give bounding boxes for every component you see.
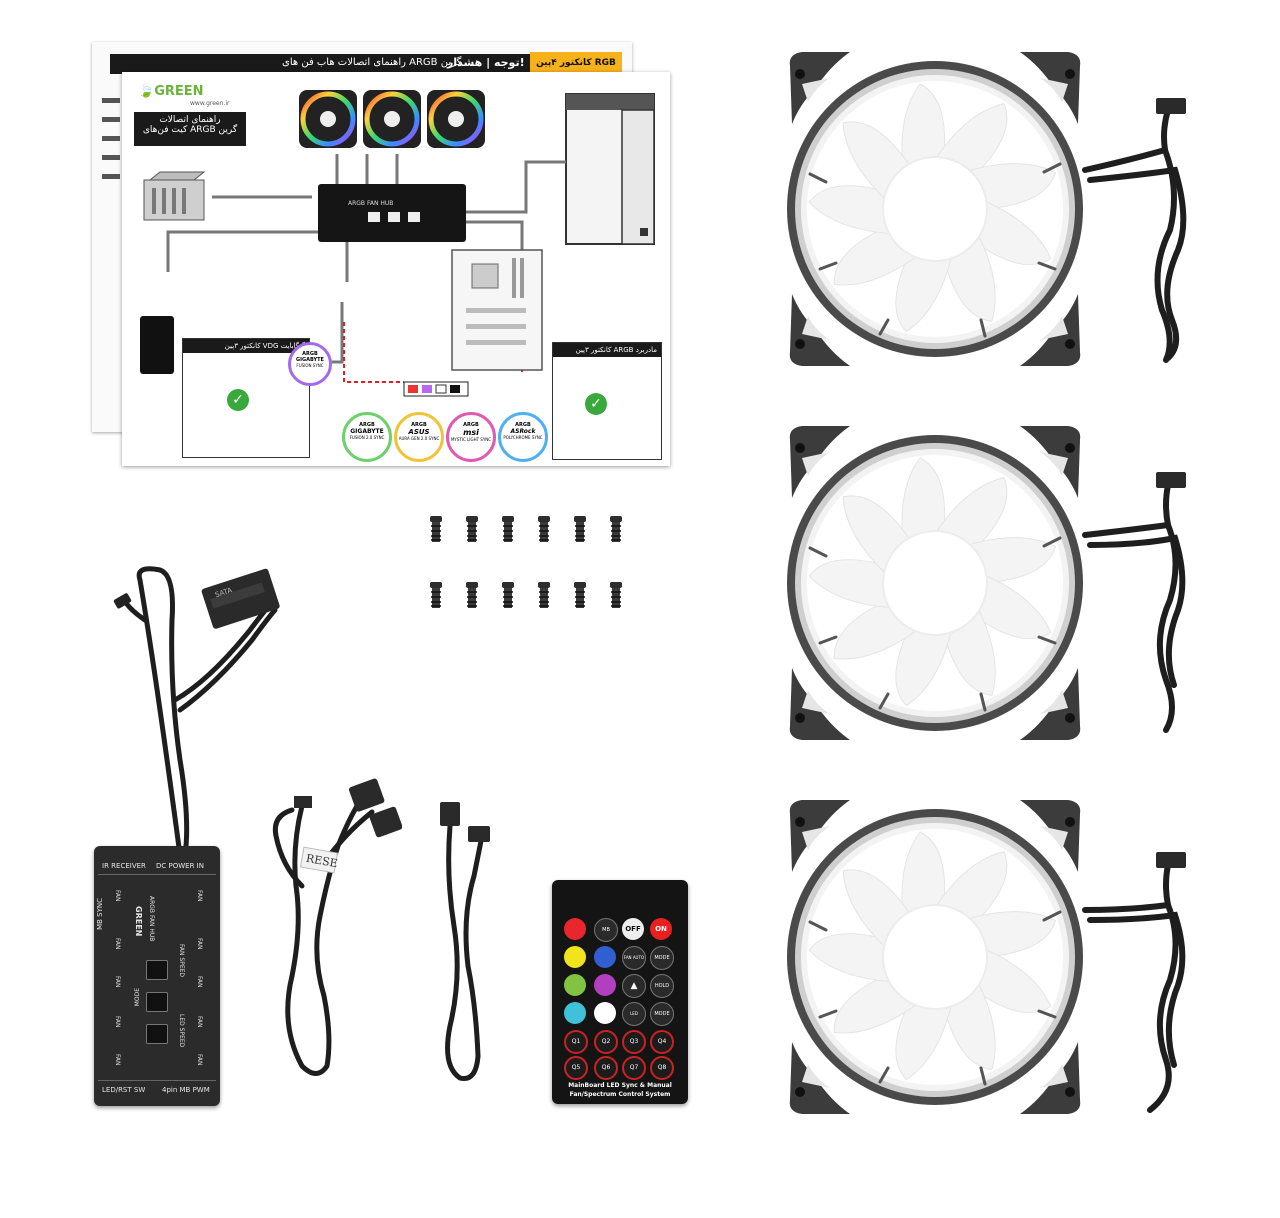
hub-fan-speed-button[interactable] (146, 960, 168, 980)
remote-mb-sync-button[interactable]: MB SYNC (594, 918, 618, 955)
screw-row-2 (429, 581, 623, 609)
hub-led-speed-label: LED SPEED (178, 1014, 185, 1048)
remote-on-button[interactable]: ON (650, 918, 672, 940)
brand-logo: 🍃GREEN (138, 84, 204, 99)
argb-fan-3 (770, 792, 1100, 1122)
remote-q2-button[interactable]: Q2 (594, 1030, 618, 1054)
remote-q6-button[interactable]: Q6 (594, 1056, 618, 1080)
fan-cables (1082, 98, 1187, 1113)
hub-ir-label: IR RECEIVER (102, 862, 146, 870)
hub-led-rst-label: LED/RST SW (102, 1086, 146, 1094)
color-button-blue[interactable] (594, 946, 616, 968)
remote-caption-2: Fan/Spectrum Control System (569, 1091, 671, 1098)
rgb-fans-illustration (299, 90, 485, 148)
leaf-icon: 🍃 (138, 84, 155, 99)
rgb-fan-icon-3 (427, 90, 485, 148)
hub-cables: SATA (113, 566, 280, 858)
hub-dc-label: DC POWER IN (156, 862, 204, 870)
rf-remote-control: MB SYNC OFF ON FAN AUTO MODE ▲ HOLD LED … (552, 880, 688, 1104)
check-icon: ✓ (227, 389, 249, 411)
sync-logo-asus: ARGB ASUS AURA GEN 2.0 SYNC (394, 412, 444, 462)
remote-hold-button[interactable]: HOLD (650, 974, 674, 998)
header-plug (294, 796, 312, 808)
sync-logo-msi: ARGB msi MYSTIC LIGHT SYNC (446, 412, 496, 462)
extension-plug-top (440, 802, 460, 826)
argb-fan-1 (770, 44, 1100, 374)
hub-brand: GREEN (134, 906, 143, 937)
remote-mode-button[interactable]: MODE (650, 946, 674, 970)
screw-row-1 (429, 515, 623, 543)
rgb-fan-icon-2 (363, 90, 421, 148)
color-button-yellow[interactable] (564, 946, 586, 968)
remote-led-speed-button[interactable]: LED SPEED (622, 1002, 646, 1026)
remote-caption-1: MainBoard LED Sync & Manual (568, 1082, 672, 1089)
argb-fan-hub: IR RECEIVER DC POWER IN MB SYNC GREEN AR… (94, 846, 220, 1106)
manual-header-bar (110, 54, 530, 74)
check-icon: ✓ (585, 393, 607, 415)
argb-fan-2 (770, 418, 1100, 748)
remote-q5-button[interactable]: Q5 (564, 1056, 588, 1080)
remote-off-button[interactable]: OFF (622, 918, 644, 940)
ir-receiver-plug (113, 593, 132, 609)
color-button-white[interactable] (594, 1002, 616, 1024)
brand-site: www.green.ir (190, 100, 230, 107)
manual-badge: کانکتور ۴پین RGB مادربرد (530, 52, 622, 90)
remote-mode-button-2[interactable]: MODE (650, 1002, 674, 1026)
manual-warning: توجه | هشدار! (447, 56, 525, 69)
hub-led-speed-button[interactable] (146, 1024, 168, 1044)
hub-model: ARGB FAN HUB (148, 896, 155, 942)
remote-up-button[interactable]: ▲ (622, 974, 646, 998)
rgb-fan-icon-1 (299, 90, 357, 148)
sata-connector (201, 568, 280, 629)
color-button-cyan[interactable] (564, 1002, 586, 1024)
hub-pwm-label: 4pin MB PWM (162, 1086, 210, 1094)
sync-logo-gigabyte: ARGB GIGABYTE FUSION 2.0 SYNC (342, 412, 392, 462)
remote-q7-button[interactable]: Q7 (622, 1056, 646, 1080)
screws (429, 515, 623, 609)
wiring-lines (166, 154, 566, 397)
hub-diagram: ARGB FAN HUB (318, 184, 466, 242)
reset-tag-label: RESE (305, 852, 339, 870)
manual-text-lines (102, 92, 122, 222)
remote-illustration (140, 316, 174, 374)
reset-tag (299, 846, 339, 874)
sync-logo-asrock: ARGB ASRock POLYCHROME SYNC (498, 412, 548, 462)
hub-mb-sync-label: MB SYNC (96, 898, 104, 930)
color-button-purple[interactable] (594, 974, 616, 996)
argb-connector-box: کانکتور ۳پین ARGB مادربرد ✓ (552, 342, 662, 460)
manual-front-sheet: 🍃GREEN www.green.ir راهنمای اتصالات کیت … (122, 72, 670, 466)
remote-q8-button[interactable]: Q8 (650, 1056, 674, 1080)
reset-splitter-cable: RESE (272, 778, 402, 1076)
remote-q3-button[interactable]: Q3 (622, 1030, 646, 1054)
manual-title: راهنمای اتصالات هاب فن های ARGB گرین (282, 57, 462, 68)
remote-q1-button[interactable]: Q1 (564, 1030, 588, 1054)
gigabyte-vdg-logo: ARGB GIGABYTE FUSION SYNC (288, 342, 332, 386)
psu-illustration (143, 171, 206, 221)
pwm-plug-1 (348, 778, 385, 812)
guide-title-box: راهنمای اتصالات کیت فن‌های ARGB گرین (134, 112, 246, 146)
hub-mode-label: MODE (134, 988, 141, 1007)
extension-plug-mid (468, 826, 490, 842)
hub-fan-speed-label: FAN SPEED (178, 944, 185, 978)
hub-mode-button[interactable] (146, 992, 168, 1012)
pwm-plug-2 (369, 806, 402, 838)
extension-cable (440, 802, 490, 1082)
color-button-red[interactable] (564, 918, 586, 940)
remote-q4-button[interactable]: Q4 (650, 1030, 674, 1054)
remote-fan-auto-button[interactable]: FAN AUTO (622, 946, 646, 970)
color-button-green[interactable] (564, 974, 586, 996)
pc-case-illustration (565, 93, 655, 245)
